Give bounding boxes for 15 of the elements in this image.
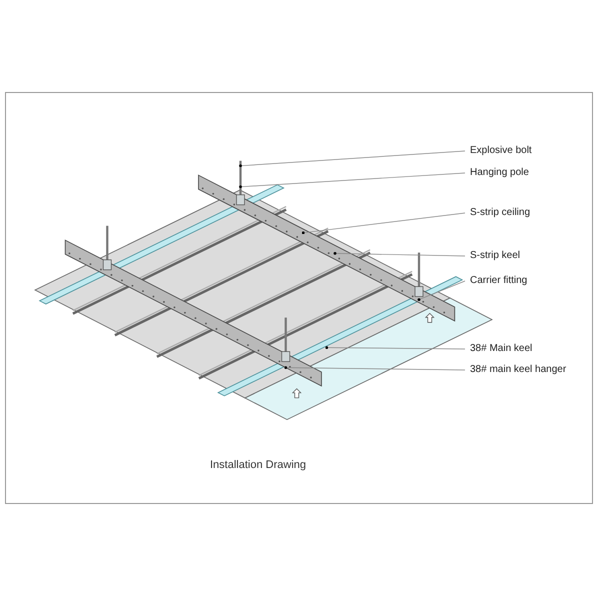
- part-label: 38# Main keel: [470, 343, 532, 355]
- leader-line: [325, 346, 466, 350]
- leader-line: [284, 366, 466, 370]
- part-label: Carrier fitting: [470, 275, 528, 287]
- leader-line: [334, 252, 466, 256]
- part-label: Hanging pole: [470, 167, 529, 179]
- part-label: S-strip keel: [470, 250, 520, 262]
- part-label: S-strip ceiling: [470, 207, 530, 219]
- leader-line: [418, 280, 466, 301]
- part-label: Explosive bolt: [470, 145, 532, 157]
- part-label: 38# main keel hanger: [470, 364, 566, 376]
- leader-line: [302, 212, 466, 234]
- drawing-caption: Installation Drawing: [210, 459, 306, 471]
- leader-line: [239, 172, 466, 188]
- leader-line: [239, 150, 466, 168]
